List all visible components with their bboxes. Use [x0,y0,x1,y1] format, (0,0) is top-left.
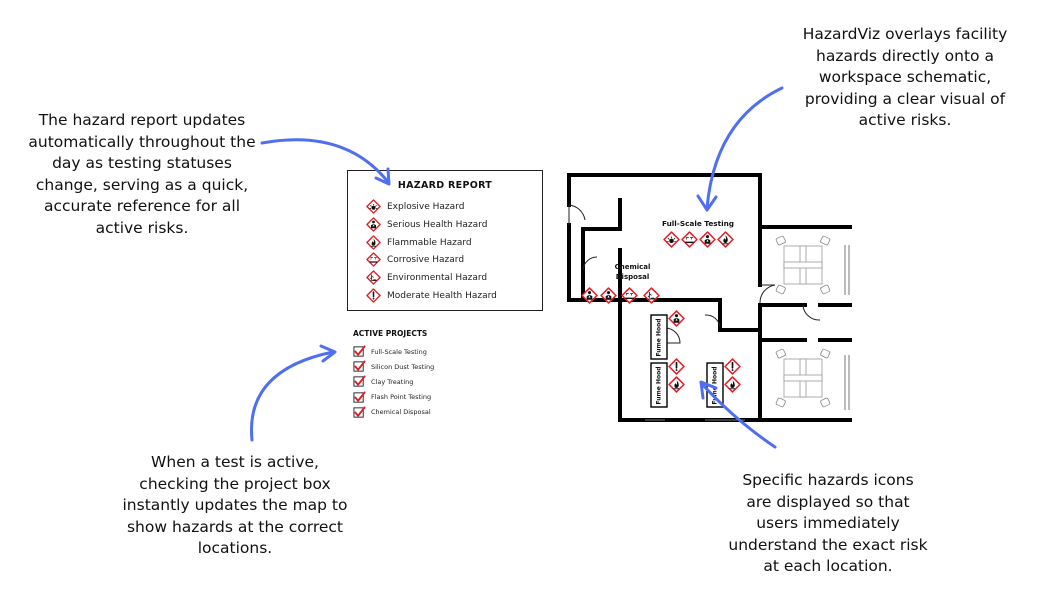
hazard-report-label: Environmental Hazard [387,273,488,284]
active-projects-title: ACTIVE PROJECTS [353,329,428,338]
explosive-icon [366,199,381,214]
active-project-item[interactable]: Full-Scale Testing [353,345,427,358]
flame-icon [668,376,685,393]
room-label-chemical-disposal: Chemical Disposal [614,263,651,281]
project-checkbox[interactable] [353,345,366,358]
hazard-report-label: Explosive Hazard [387,202,465,212]
annotation-overview: HazardViz overlays facility hazards dire… [802,25,1008,129]
health-hazard-icon [699,231,716,248]
health-hazard-icon [668,310,685,327]
fume-hood: Fume Hood [651,363,667,407]
project-checkbox[interactable] [353,360,366,373]
explosive-icon [663,231,680,248]
annotation-hazard-report: The hazard report updates automatically … [28,111,256,237]
health-hazard-icon [581,287,598,304]
project-label: Chemical Disposal [371,408,431,417]
active-project-item[interactable]: Chemical Disposal [353,406,431,419]
hazard-report-label: Serious Health Hazard [387,219,488,230]
project-label: Full-Scale Testing [371,347,427,356]
project-checkbox[interactable] [353,391,366,404]
active-project-item[interactable]: Clay Treating [353,375,413,388]
flame-icon [366,234,381,250]
flame-icon [724,376,741,393]
hazard-report-item: Serious Health Hazard [366,216,487,234]
room-label-full-scale: Full-Scale Testing [661,219,735,228]
hazard-report-title: HAZARD REPORT [397,180,493,191]
flame-icon [717,231,734,248]
annotation-active-projects: When a test is active, checking the proj… [122,453,348,557]
hazard-report-label: Moderate Health Hazard [387,291,497,301]
hazard-report-item: Environmental Hazard [366,269,487,287]
hazard-report-item: Moderate Health Hazard [366,287,497,305]
fume-hood-label: Fume Hood [655,317,663,357]
fume-hood: Fume Hood [707,363,723,407]
health-hazard-icon [366,217,381,232]
fume-hood-label: Fume Hood [655,365,663,405]
exclamation-icon [366,288,381,303]
arrow-to-projects-head [319,344,337,363]
project-label: Silicon Dust Testing [371,362,435,371]
exclamation-icon [668,358,685,375]
project-label: Flash Point Testing [371,393,432,402]
project-label: Clay Treating [371,377,414,386]
health-hazard-icon [600,287,617,304]
exclamation-icon [724,358,741,375]
fume-hood: Fume Hood [651,315,667,359]
corrosive-icon [681,231,698,248]
hazard-report-label: Flammable Hazard [387,237,472,248]
corrosive-icon [621,287,638,304]
active-project-item[interactable]: Silicon Dust Testing [353,360,434,373]
fume-hood-label: Fume Hood [711,365,719,405]
project-checkbox[interactable] [353,406,366,419]
project-checkbox[interactable] [353,375,366,388]
environment-icon [366,270,381,285]
hazard-report-item: Flammable Hazard [366,234,472,252]
arrow-to-projects [249,350,335,442]
environment-icon [643,287,660,304]
hazard-report-label: Corrosive Hazard [387,255,465,266]
hazard-report-item: Explosive Hazard [366,198,464,216]
hazard-report-item: Corrosive Hazard [366,251,464,269]
active-project-item[interactable]: Flash Point Testing [353,391,431,404]
annotation-hazard-icons: Specific hazards icons are displayed so … [728,471,928,575]
corrosive-icon [366,252,381,268]
